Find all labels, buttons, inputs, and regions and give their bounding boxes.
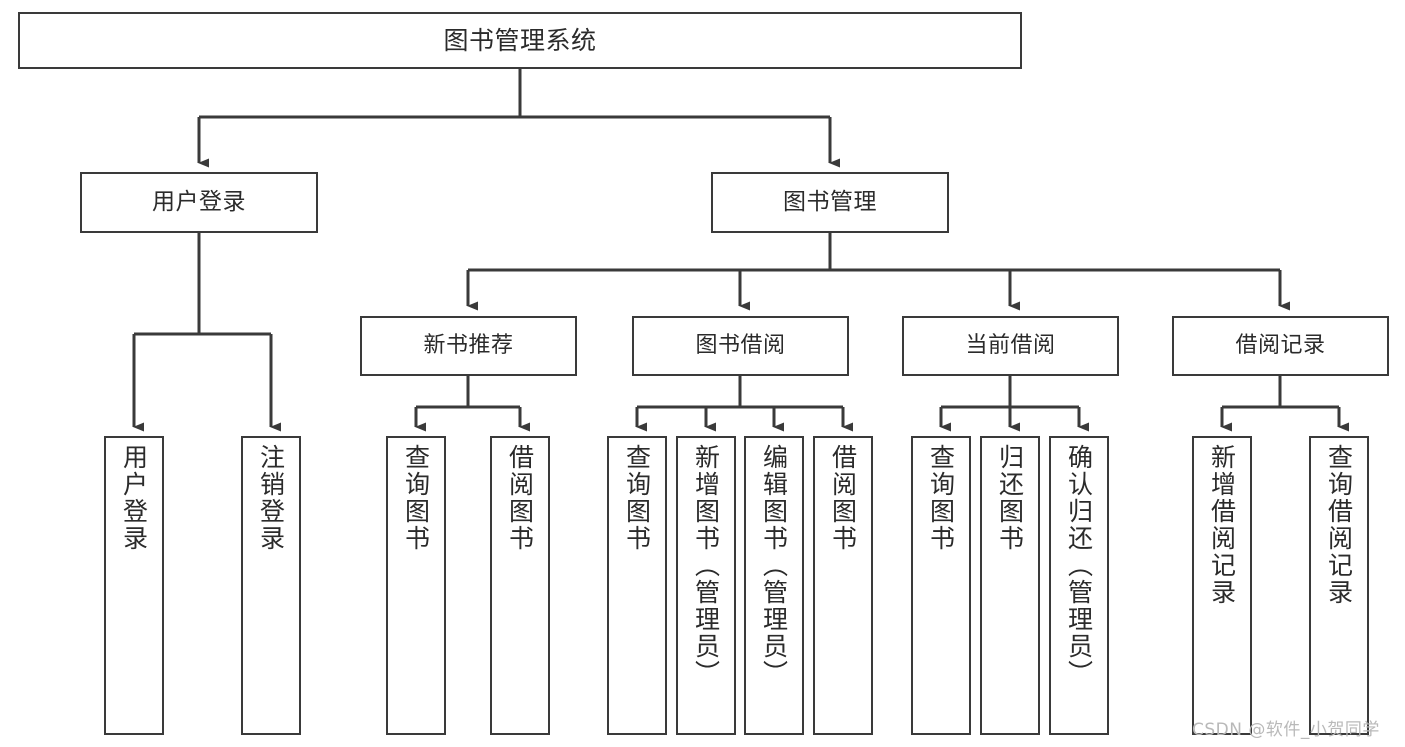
node-label: 查询图书 [622, 444, 652, 552]
node-label: 新书推荐 [423, 333, 514, 359]
leaf-return-book[interactable]: 归还图书 [980, 436, 1040, 735]
leaf-query-book-current[interactable]: 查询图书 [911, 436, 971, 735]
node-book-management[interactable]: 图书管理 [711, 172, 949, 233]
node-label: 查询借阅记录 [1324, 444, 1354, 606]
node-label: 确认归还（管理员） [1064, 444, 1094, 687]
node-label: 借阅图书 [828, 444, 858, 552]
csdn-watermark: CSDN @软件_小贺同学 [1192, 720, 1380, 740]
node-label: 图书管理系统 [443, 25, 597, 55]
leaf-user-login[interactable]: 用户登录 [104, 436, 164, 735]
node-label: 用户登录 [152, 188, 246, 215]
node-label: 用户登录 [119, 444, 149, 552]
node-label: 图书借阅 [695, 333, 786, 359]
leaf-borrow-book-recommend[interactable]: 借阅图书 [490, 436, 550, 735]
node-label: 编辑图书（管理员） [759, 444, 789, 687]
node-label: 图书管理 [783, 188, 877, 215]
node-user-login[interactable]: 用户登录 [80, 172, 318, 233]
leaf-query-book-borrow[interactable]: 查询图书 [607, 436, 667, 735]
node-label: 归还图书 [995, 444, 1025, 552]
leaf-logout[interactable]: 注销登录 [241, 436, 301, 735]
leaf-edit-book-admin[interactable]: 编辑图书（管理员） [744, 436, 804, 735]
leaf-add-book-admin[interactable]: 新增图书（管理员） [676, 436, 736, 735]
node-root-system[interactable]: 图书管理系统 [18, 12, 1022, 69]
node-label: 当前借阅 [965, 333, 1056, 359]
node-label: 借阅记录 [1235, 333, 1326, 359]
node-label: 新增借阅记录 [1207, 444, 1237, 606]
node-label: 注销登录 [256, 444, 286, 552]
leaf-query-book-recommend[interactable]: 查询图书 [386, 436, 446, 735]
leaf-query-borrow-record[interactable]: 查询借阅记录 [1309, 436, 1369, 735]
node-borrow-record[interactable]: 借阅记录 [1172, 316, 1389, 376]
node-label: 借阅图书 [505, 444, 535, 552]
node-label: 查询图书 [401, 444, 431, 552]
node-book-borrow[interactable]: 图书借阅 [632, 316, 849, 376]
node-current-borrow[interactable]: 当前借阅 [902, 316, 1119, 376]
node-new-book-recommend[interactable]: 新书推荐 [360, 316, 577, 376]
leaf-confirm-return-admin[interactable]: 确认归还（管理员） [1049, 436, 1109, 735]
node-label: 查询图书 [926, 444, 956, 552]
leaf-add-borrow-record[interactable]: 新增借阅记录 [1192, 436, 1252, 735]
node-label: 新增图书（管理员） [691, 444, 721, 687]
leaf-borrow-book[interactable]: 借阅图书 [813, 436, 873, 735]
